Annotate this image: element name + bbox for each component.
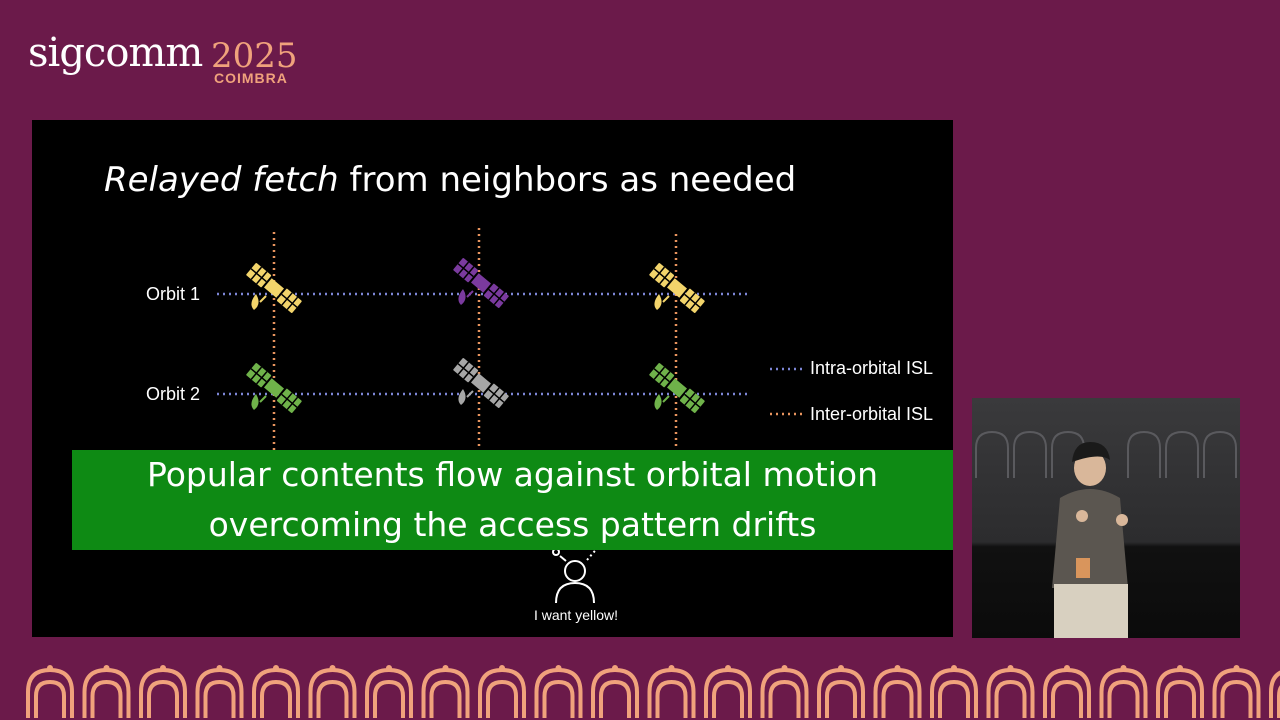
arch-finial	[47, 665, 53, 671]
arch-finial	[104, 665, 110, 671]
arch-finial	[612, 665, 618, 671]
arch-finial	[443, 665, 449, 671]
arch-shape	[763, 670, 807, 718]
conference-logo: sigcomm 2025 COIMBRA	[28, 24, 308, 88]
logo-name: sigcomm	[28, 30, 202, 76]
arch-finial	[499, 665, 505, 671]
banner-line-1: Popular contents flow against orbital mo…	[72, 450, 953, 500]
satellite-icon	[453, 358, 509, 409]
arch-finial	[1064, 665, 1070, 671]
arch-shape	[480, 670, 524, 718]
arch-shape	[1158, 670, 1202, 718]
legend-intra-label: Intra-orbital ISL	[810, 358, 933, 379]
arch-shape	[819, 670, 863, 718]
user-caption: I want yellow!	[526, 607, 626, 623]
orbit-2-label: Orbit 2	[146, 384, 200, 405]
arch-shape	[1102, 670, 1146, 718]
arch-finial	[160, 665, 166, 671]
presentation-slide: Relayed fetch from neighbors as needed	[32, 120, 953, 637]
arch-shape	[85, 670, 129, 718]
satellite-icon	[649, 363, 705, 414]
inter-orbital-links	[274, 228, 676, 450]
arch-finial	[838, 665, 844, 671]
arch-finial	[1234, 665, 1240, 671]
arch-finial	[386, 665, 392, 671]
arch-shape	[1271, 670, 1280, 718]
arch-shape	[876, 670, 920, 718]
arch-finial	[725, 665, 731, 671]
satellite-icon	[453, 258, 509, 309]
arch-pattern-icon	[28, 665, 1280, 718]
arch-shape	[367, 670, 411, 718]
orbit-1-label: Orbit 1	[146, 284, 200, 305]
speaker-figure	[972, 398, 1240, 638]
speaker-person	[1052, 442, 1128, 638]
arch-finial	[1008, 665, 1014, 671]
arch-shape	[254, 670, 298, 718]
user-icon	[553, 545, 600, 603]
arch-finial	[669, 665, 675, 671]
arch-finial	[273, 665, 279, 671]
arch-shape	[932, 670, 976, 718]
logo-city: COIMBRA	[214, 70, 288, 86]
arch-shape	[424, 670, 468, 718]
arch-border	[0, 660, 1280, 720]
banner-line-2: overcoming the access pattern drifts	[72, 500, 953, 550]
arch-shape	[989, 670, 1033, 718]
arch-shape	[311, 670, 355, 718]
arch-finial	[951, 665, 957, 671]
arch-shape	[537, 670, 581, 718]
legend-inter-label: Inter-orbital ISL	[810, 404, 933, 425]
arch-finial	[217, 665, 223, 671]
arch-shape	[1215, 670, 1259, 718]
arch-shape	[706, 670, 750, 718]
speaker-video	[972, 398, 1240, 638]
arch-shape	[28, 670, 72, 718]
arch-shape	[1045, 670, 1089, 718]
arch-shape	[198, 670, 242, 718]
caption-banner: Popular contents flow against orbital mo…	[72, 450, 953, 550]
arch-shape	[650, 670, 694, 718]
arch-finial	[782, 665, 788, 671]
arch-shape	[141, 670, 185, 718]
arch-finial	[556, 665, 562, 671]
arch-finial	[1121, 665, 1127, 671]
arch-shape	[593, 670, 637, 718]
arch-finial	[895, 665, 901, 671]
arch-finial	[330, 665, 336, 671]
arch-finial	[1177, 665, 1183, 671]
